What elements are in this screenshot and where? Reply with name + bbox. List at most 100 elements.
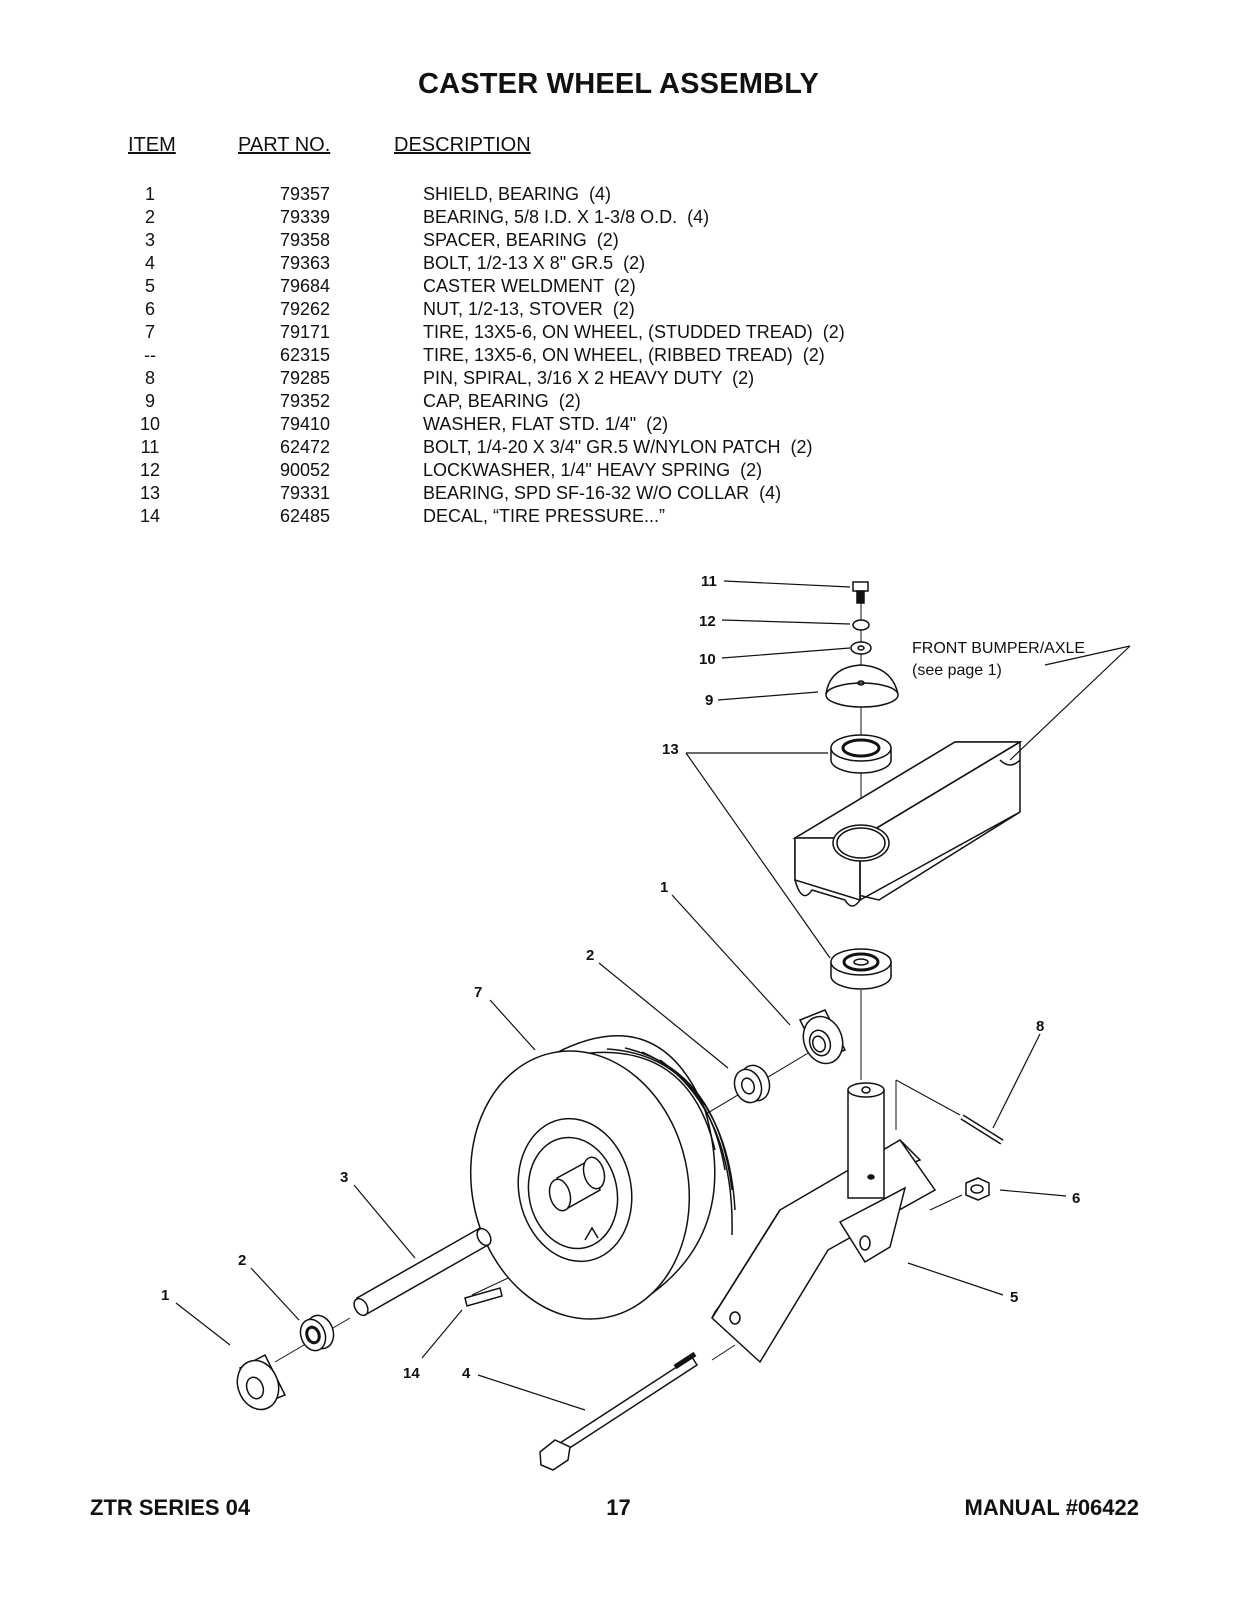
part-description: CAP, BEARING (2) xyxy=(423,391,581,411)
part-description: TIRE, 13X5-6, ON WHEEL, (RIBBED TREAD) (… xyxy=(423,345,825,365)
parts-row: 7 79171 TIRE, 13X5-6, ON WHEEL, (STUDDED T… xyxy=(100,321,1000,344)
part-number: 79262 xyxy=(279,299,331,319)
item-number: 12 xyxy=(139,460,161,480)
part-number: 79363 xyxy=(279,253,331,273)
callout-12: 12 xyxy=(699,613,716,630)
part-description: BOLT, 1/4-20 X 3/4" GR.5 W/NYLON PATCH (… xyxy=(423,437,813,457)
item-number: 1 xyxy=(144,184,155,204)
callout-10: 10 xyxy=(699,651,716,668)
tire-pressure-decal-part-14 xyxy=(464,1287,503,1307)
footer-page-number: 17 xyxy=(606,1495,631,1520)
part-description: SPACER, BEARING (2) xyxy=(423,230,619,250)
callout-14: 14 xyxy=(403,1365,420,1382)
bolt-small-part-11 xyxy=(852,581,869,604)
callout-2-upper: 2 xyxy=(586,947,594,964)
part-number: 79331 xyxy=(279,483,331,503)
column-header-item: ITEM xyxy=(128,134,176,156)
footer-manual-number: MANUAL #06422 xyxy=(964,1495,1139,1520)
item-number: 7 xyxy=(144,322,155,342)
part-description: BEARING, SPD SF-16-32 W/O COLLAR (4) xyxy=(423,483,782,503)
front-bumper-axle-tube xyxy=(792,741,1023,907)
bearing-spacer-part-3 xyxy=(353,1226,492,1317)
part-number: 90052 xyxy=(279,460,331,480)
part-description: WASHER, FLAT STD. 1/4" (2) xyxy=(423,414,669,434)
bearing-shield-upper-part-1 xyxy=(798,1009,847,1065)
parts-row: 12 90052 LOCKWASHER, 1/4" HEAVY SPRING (2) xyxy=(100,459,1000,482)
part-number: 62472 xyxy=(279,437,331,457)
spiral-pin-part-8 xyxy=(960,1114,1004,1145)
part-number: 79285 xyxy=(279,368,331,388)
part-description: SHIELD, BEARING (4) xyxy=(423,184,612,204)
parts-row: 14 62485 DECAL, “TIRE PRESSURE...” xyxy=(100,505,1000,528)
long-bolt-part-4 xyxy=(539,1351,699,1471)
callout-6: 6 xyxy=(1072,1190,1080,1207)
part-number: 62485 xyxy=(279,506,331,526)
part-number: 62315 xyxy=(279,345,331,365)
item-number: 6 xyxy=(144,299,155,319)
front-bumper-axle-note: FRONT BUMPER/AXLE xyxy=(912,640,1085,657)
item-number: 8 xyxy=(144,368,155,388)
callout-labels: 11 12 10 9 13 1 2 7 8 6 3 2 1 5 14 4 FRO… xyxy=(161,573,1085,1382)
item-number: 2 xyxy=(144,207,155,227)
wheel-hub xyxy=(548,1156,606,1212)
bearing-lower-part-2 xyxy=(299,1314,335,1352)
tire-wheel-part-7 xyxy=(469,1035,736,1320)
callout-7: 7 xyxy=(474,984,482,1001)
part-description: LOCKWASHER, 1/4" HEAVY SPRING (2) xyxy=(423,460,763,480)
bearing-lower-part-13 xyxy=(830,948,892,990)
item-number: 4 xyxy=(144,253,155,273)
parts-row: 1 79357 SHIELD, BEARING (4) xyxy=(100,183,1000,206)
leader-lines xyxy=(175,580,1131,1411)
part-number: 79339 xyxy=(279,207,331,227)
callout-4: 4 xyxy=(462,1365,471,1382)
item-number: 9 xyxy=(144,391,155,411)
part-description: BEARING, 5/8 I.D. X 1-3/8 O.D. (4) xyxy=(423,207,710,227)
callout-1-upper: 1 xyxy=(660,879,668,896)
nut-part-6 xyxy=(965,1177,990,1201)
parts-row: -- 62315 TIRE, 13X5-6, ON WHEEL, (RIBBED T… xyxy=(100,344,1000,367)
callout-8: 8 xyxy=(1036,1018,1044,1035)
column-header-part-no: PART NO. xyxy=(238,134,331,156)
parts-row: 8 79285 PIN, SPIRAL, 3/16 X 2 HEAVY DUTY (… xyxy=(100,367,1000,390)
item-number: 3 xyxy=(144,230,155,250)
part-number: 79684 xyxy=(279,276,331,296)
bearing-cap-part-9 xyxy=(825,664,899,708)
caster-weldment-part-5 xyxy=(711,1082,937,1364)
item-number: 11 xyxy=(140,437,160,457)
item-number: 14 xyxy=(139,506,161,526)
item-number: 13 xyxy=(139,483,161,503)
part-number: 79358 xyxy=(279,230,331,250)
column-header-description: DESCRIPTION xyxy=(394,134,531,156)
callout-9: 9 xyxy=(705,692,713,709)
callout-13: 13 xyxy=(662,741,679,758)
callout-1-lower: 1 xyxy=(161,1287,169,1304)
part-description: DECAL, “TIRE PRESSURE...” xyxy=(423,506,666,526)
item-number: -- xyxy=(144,345,156,365)
callout-5: 5 xyxy=(1010,1289,1018,1306)
parts-row: 13 79331 BEARING, SPD SF-16-32 W/O COLLAR … xyxy=(100,482,1000,505)
callout-3: 3 xyxy=(340,1169,348,1186)
flat-washer-part-10 xyxy=(850,641,872,655)
item-number: 5 xyxy=(144,276,155,296)
part-number: 79410 xyxy=(279,414,331,434)
part-description: TIRE, 13X5-6, ON WHEEL, (STUDDED TREAD) … xyxy=(423,322,845,342)
bearing-shield-lower-part-1 xyxy=(236,1353,287,1411)
parts-row: 4 79363 BOLT, 1/2-13 X 8" GR.5 (2) xyxy=(100,252,1000,275)
part-number: 79171 xyxy=(279,322,331,342)
callout-2-lower: 2 xyxy=(238,1252,246,1269)
part-description: BOLT, 1/2-13 X 8" GR.5 (2) xyxy=(423,253,646,273)
parts-row: 3 79358 SPACER, BEARING (2) xyxy=(100,229,1000,252)
part-number: 79357 xyxy=(279,184,331,204)
footer-series: ZTR SERIES 04 xyxy=(90,1495,251,1520)
parts-row: 11 62472 BOLT, 1/4-20 X 3/4" GR.5 W/NYLON … xyxy=(100,436,1000,459)
lockwasher-part-12 xyxy=(852,619,870,631)
parts-row: 2 79339 BEARING, 5/8 I.D. X 1-3/8 O.D. (4) xyxy=(100,206,1000,229)
part-description: PIN, SPIRAL, 3/16 X 2 HEAVY DUTY (2) xyxy=(423,368,755,388)
bearing-upper-part-13 xyxy=(830,734,892,774)
